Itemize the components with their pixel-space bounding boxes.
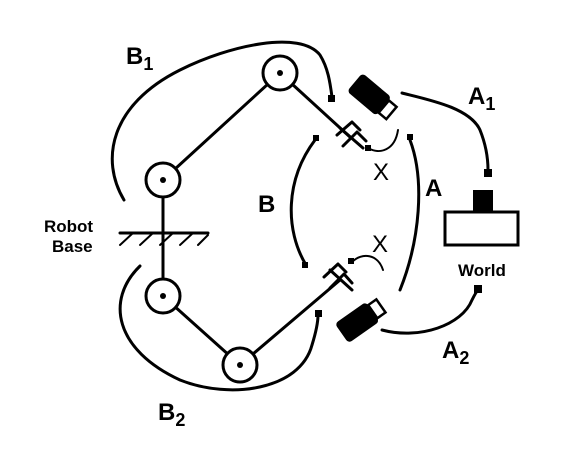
label-a2: A2: [442, 337, 469, 368]
label-x-bottom: X: [372, 231, 388, 258]
world-object: [443, 169, 520, 293]
lower-arm: [144, 277, 342, 384]
upper-arm: [144, 54, 352, 199]
arc-b2: [118, 264, 320, 392]
label-world: World: [458, 261, 506, 280]
robot-base: [118, 196, 210, 282]
arc-x-top: [367, 129, 399, 152]
label-robot-base-line1: Robot: [44, 217, 93, 236]
lower-gripper: [322, 262, 354, 292]
arc-b: [289, 138, 317, 267]
arc-a1: [400, 91, 490, 172]
arc-a2: [380, 288, 480, 335]
upper-camera: [348, 74, 399, 121]
transform-arcs: [110, 40, 490, 392]
label-x-top: X: [373, 159, 389, 186]
label-a: A: [425, 175, 442, 202]
label-a1: A1: [468, 83, 495, 114]
label-b2: B2: [158, 399, 185, 430]
label-b1: B1: [126, 43, 153, 74]
upper-gripper: [335, 120, 368, 150]
arc-x-bottom: [351, 254, 384, 271]
arc-b1: [110, 40, 334, 202]
label-b: B: [258, 191, 275, 218]
label-robot-base-line2: Base: [52, 237, 93, 256]
lower-camera: [336, 297, 388, 342]
arc-a: [398, 138, 421, 292]
